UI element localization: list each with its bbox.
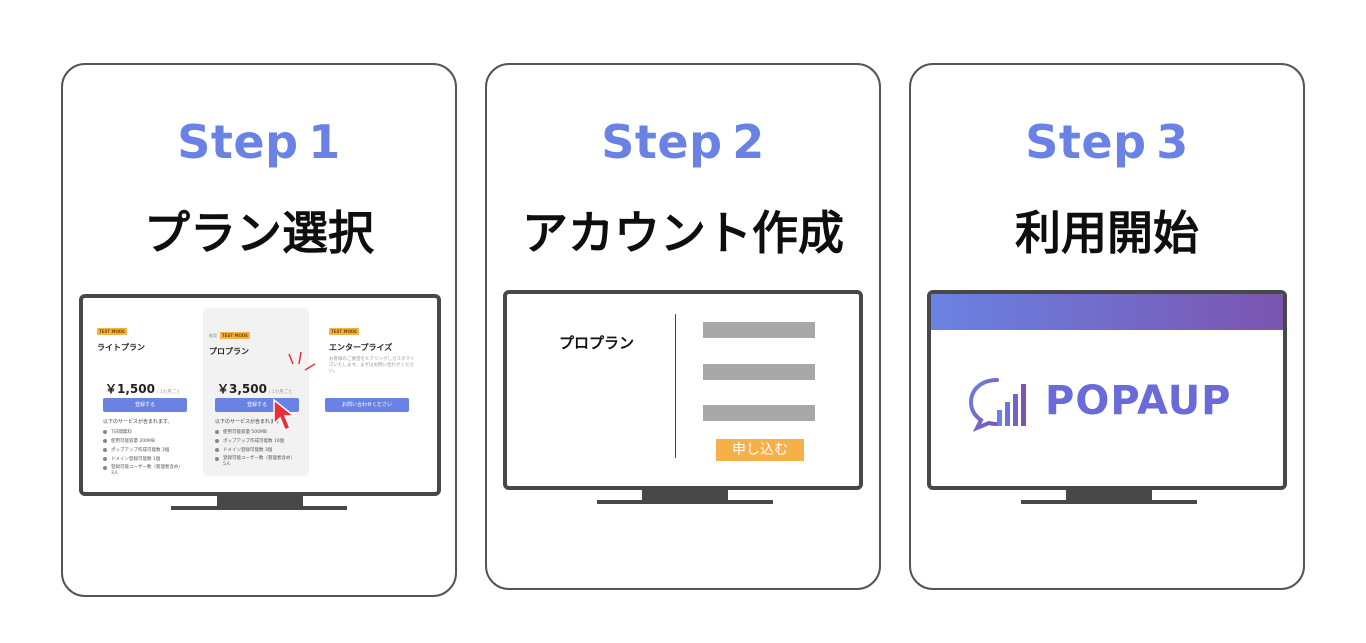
step-2-title: アカウント作成 xyxy=(522,206,844,260)
step-1-title: プラン選択 xyxy=(144,206,374,260)
test-mode-badge: TEST MODE xyxy=(220,332,250,339)
recommended-label: 推奨 xyxy=(209,333,217,338)
app-header-bar xyxy=(931,294,1283,330)
logo-text: POPAUP xyxy=(1045,378,1232,424)
plan-description: お客様のご要望をヒアリングしカスタマイズいたします。まずはお問い合わせください。 xyxy=(329,357,415,374)
apply-button[interactable]: 申し込む xyxy=(716,439,804,461)
plan-name: プロプラン xyxy=(209,347,249,356)
plan-name: ライトプラン xyxy=(97,343,145,352)
feature-item: 登録可能ユーザー数（管理者含め）5人 xyxy=(215,456,295,468)
features-list-pro: 使用可能容量 500MB ポップアップ作成可能数 10個 ドメイン登録可能数 3… xyxy=(215,429,295,468)
step-1-label: Step 1 xyxy=(177,115,341,169)
step-3-title: 利用開始 xyxy=(1015,206,1199,260)
selected-plan-name: プロプラン xyxy=(559,334,635,352)
feature-item: ポップアップ作成可能数 10個 xyxy=(215,438,295,447)
feature-item: 使用可能容量 200MB xyxy=(103,438,183,447)
test-mode-badge: TEST MODE xyxy=(97,328,127,335)
form-field-3[interactable] xyxy=(703,405,815,421)
monitor-stand-foot xyxy=(171,506,347,510)
click-burst-icon xyxy=(288,351,316,371)
feature-item: 7日間無料 xyxy=(103,429,183,438)
plan-price-light: ￥1,500/ 1カ月ごと xyxy=(105,382,181,396)
monitor-stand-neck xyxy=(1066,488,1152,502)
plan-card-enterprise: TEST MODE エンタープライズ お客様のご要望をヒアリングしカスタマイズい… xyxy=(323,304,429,474)
step-3-card: Step 3 利用開始 POPAUP xyxy=(909,63,1305,590)
plan-price-pro: ￥3,500/ 1カ月ごと xyxy=(217,382,293,396)
step-3-monitor-screen: POPAUP xyxy=(927,290,1287,490)
monitor-stand-foot xyxy=(597,500,773,504)
monitor-stand-neck xyxy=(642,488,728,502)
register-button-light[interactable]: 登録する xyxy=(103,398,187,412)
features-list-light: 7日間無料 使用可能容量 200MB ポップアップ作成可能数 3個 ドメイン登録… xyxy=(103,429,183,477)
mouse-cursor-icon xyxy=(273,398,297,431)
divider xyxy=(675,314,676,458)
feature-item: ドメイン登録可能数 3個 xyxy=(215,447,295,456)
plan-card-light: TEST MODE ライトプラン xyxy=(91,304,197,474)
features-heading-pro: 以下のサービスが含まれます xyxy=(215,419,281,425)
feature-item: 登録可能ユーザー数（管理者含め）3人 xyxy=(103,465,183,477)
form-field-1[interactable] xyxy=(703,322,815,338)
step-1-card: Step 1 プラン選択 TEST MODE ライトプラン ￥1,500/ 1カ… xyxy=(61,63,457,597)
monitor-stand-foot xyxy=(1021,500,1197,504)
step-3-label: Step 3 xyxy=(1025,115,1189,169)
chat-bubble-bar-chart-icon xyxy=(968,378,1026,432)
step-2-label: Step 2 xyxy=(601,115,765,169)
popaup-logo: POPAUP xyxy=(967,372,1257,432)
step-2-monitor-screen: プロプラン 申し込む xyxy=(503,290,863,490)
form-field-2[interactable] xyxy=(703,364,815,380)
step-2-card: Step 2 アカウント作成 プロプラン 申し込む xyxy=(485,63,881,590)
contact-button[interactable]: お問い合わせください xyxy=(325,398,409,412)
step-1-monitor-screen: TEST MODE ライトプラン ￥1,500/ 1カ月ごと 登録する 以下のサ… xyxy=(79,294,441,496)
feature-item: 使用可能容量 500MB xyxy=(215,429,295,438)
monitor-stand-neck xyxy=(217,494,303,508)
test-mode-badge: TEST MODE xyxy=(329,328,359,335)
features-heading-light: 以下のサービスが含まれます。 xyxy=(103,419,173,425)
feature-item: ドメイン登録可能数 1個 xyxy=(103,456,183,465)
feature-item: ポップアップ作成可能数 3個 xyxy=(103,447,183,456)
plan-name: エンタープライズ xyxy=(329,343,393,352)
